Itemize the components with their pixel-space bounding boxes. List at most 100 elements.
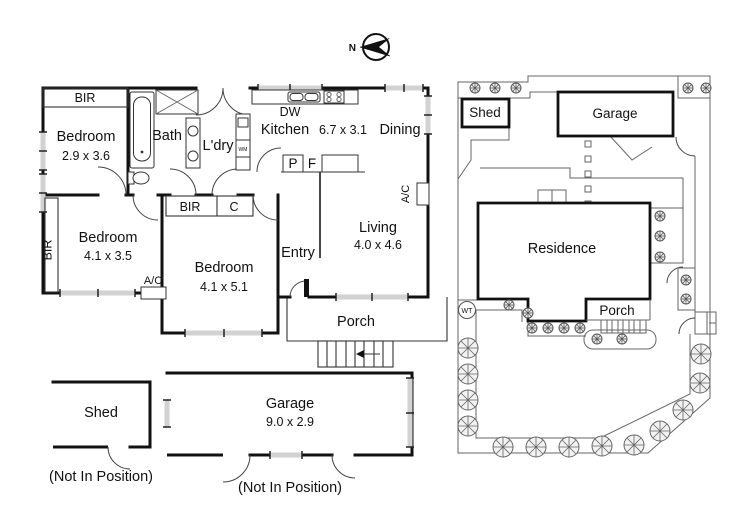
- bedroom2-name: Bedroom: [79, 230, 138, 246]
- entry-label: Entry: [281, 245, 316, 261]
- site-shed-label: Shed: [469, 105, 501, 120]
- bush-icon: [522, 307, 534, 319]
- north-arrow: N: [349, 33, 391, 61]
- sewer-dashes: [584, 140, 592, 208]
- water-tank-label: WT: [462, 308, 474, 315]
- dining-label: Dining: [379, 122, 420, 138]
- bir-top-label: BIR: [75, 91, 96, 105]
- garage-note: (Not In Position): [238, 480, 342, 496]
- wm-label: WM: [239, 147, 248, 153]
- fridge-box: [321, 154, 359, 173]
- side-garden-bed: [677, 267, 696, 311]
- site-residence-label: Residence: [528, 241, 597, 257]
- kitchen-fixtures: [251, 89, 359, 173]
- bir-bedroom3-label: BIR: [180, 200, 201, 214]
- bush-icon: [503, 299, 515, 311]
- tree-icon: [525, 436, 547, 458]
- tree-icon: [492, 436, 514, 458]
- shed-note: (Not In Position): [49, 469, 153, 485]
- bath-label: Bath: [152, 128, 182, 144]
- tree-icon: [457, 389, 479, 411]
- closet-label: C: [229, 200, 238, 214]
- bath-fixtures: [127, 89, 201, 185]
- site-trees: [457, 337, 712, 458]
- front-door-leaf: [304, 279, 309, 297]
- closets: [42, 87, 254, 293]
- bush-icon: [558, 322, 570, 334]
- washing-machine-icon: [235, 139, 251, 158]
- floor-plan: WM BIR Bedroom 2.9 x 3.6: [39, 84, 448, 368]
- bush-icon: [654, 230, 666, 242]
- floor-plan-windows: [39, 84, 432, 337]
- site-shed: [460, 97, 511, 129]
- bush-icon: [680, 274, 692, 286]
- tree-icon: [457, 337, 479, 359]
- tree-icon: [623, 434, 645, 456]
- bush-icon: [682, 82, 694, 94]
- garage-fp-label: Garage: [266, 396, 314, 412]
- site-garage: [556, 90, 675, 138]
- bedroom1-size: 2.9 x 3.6: [62, 149, 110, 163]
- bedroom3-size: 4.1 x 5.1: [200, 280, 248, 294]
- bir-closet-bedroom3: [165, 195, 254, 217]
- tree-icon: [457, 415, 479, 437]
- tree-icon: [690, 343, 712, 365]
- tree-icon: [457, 363, 479, 385]
- front-garden-bed: [583, 329, 657, 350]
- site-porch-label: Porch: [599, 303, 634, 318]
- kitchen-label: Kitchen: [261, 122, 309, 138]
- bush-icon: [510, 82, 522, 94]
- tree-icon: [558, 436, 580, 458]
- dw-label: DW: [280, 105, 301, 119]
- bush-icon: [469, 82, 481, 94]
- porch-label: Porch: [337, 314, 375, 330]
- water-tank: WT: [458, 301, 476, 319]
- pantry-label: P: [288, 156, 297, 171]
- garage-fp-size: 9.0 x 2.9: [266, 415, 314, 429]
- tree-icon: [689, 372, 711, 394]
- site-boundary: [457, 75, 711, 454]
- bir-left-label: BIR: [41, 240, 55, 261]
- site-residence: [476, 189, 652, 334]
- steps-direction-arrow-icon: [356, 350, 364, 358]
- bush-icon: [526, 322, 538, 334]
- site-garage-label: Garage: [592, 106, 637, 121]
- cooktop-icon: [323, 90, 345, 104]
- site-plan: WT Shed Garage Residence Porch: [457, 75, 717, 458]
- ac-unit-bedroom: [140, 286, 167, 300]
- bush-icon: [654, 210, 666, 222]
- bir-closet-left: [44, 197, 59, 293]
- kitchen-size: 6.7 x 3.1: [319, 123, 367, 137]
- bush-icon: [542, 322, 554, 334]
- shed-fp-label: Shed: [84, 405, 118, 421]
- floor-plan-doors: [97, 87, 309, 298]
- north-arrow-pointer-icon: [360, 38, 390, 56]
- tree-icon: [649, 420, 671, 442]
- ac-unit-living: [416, 182, 430, 206]
- outbuildings: Shed (Not In Position) Garage 9.0 x 2.9 …: [49, 371, 414, 496]
- bush-icon: [654, 251, 666, 263]
- bush-icon: [680, 293, 692, 305]
- bedroom3-name: Bedroom: [195, 260, 254, 276]
- laundry-label: L'dry: [203, 138, 235, 154]
- ac-units: [140, 182, 430, 300]
- bush-icon: [700, 82, 712, 94]
- tree-icon: [591, 435, 613, 457]
- bush-icon: [489, 82, 501, 94]
- bush-icon: [616, 333, 628, 345]
- ac-living-label: A/C: [400, 185, 412, 203]
- tree-icon: [672, 399, 694, 421]
- bush-icon: [591, 333, 603, 345]
- bush-icon: [574, 322, 586, 334]
- bedroom1-name: Bedroom: [57, 129, 116, 145]
- living-label: Living: [359, 220, 397, 236]
- bedroom2-size: 4.1 x 3.5: [84, 249, 132, 263]
- bir-closet-top: [42, 87, 129, 108]
- laundry-fixtures: WM: [235, 113, 251, 171]
- ac-bedroom-label: A/C: [144, 275, 162, 287]
- fridge-label: F: [308, 156, 316, 171]
- pantry-box: [282, 154, 304, 173]
- living-size: 4.0 x 4.6: [354, 238, 402, 252]
